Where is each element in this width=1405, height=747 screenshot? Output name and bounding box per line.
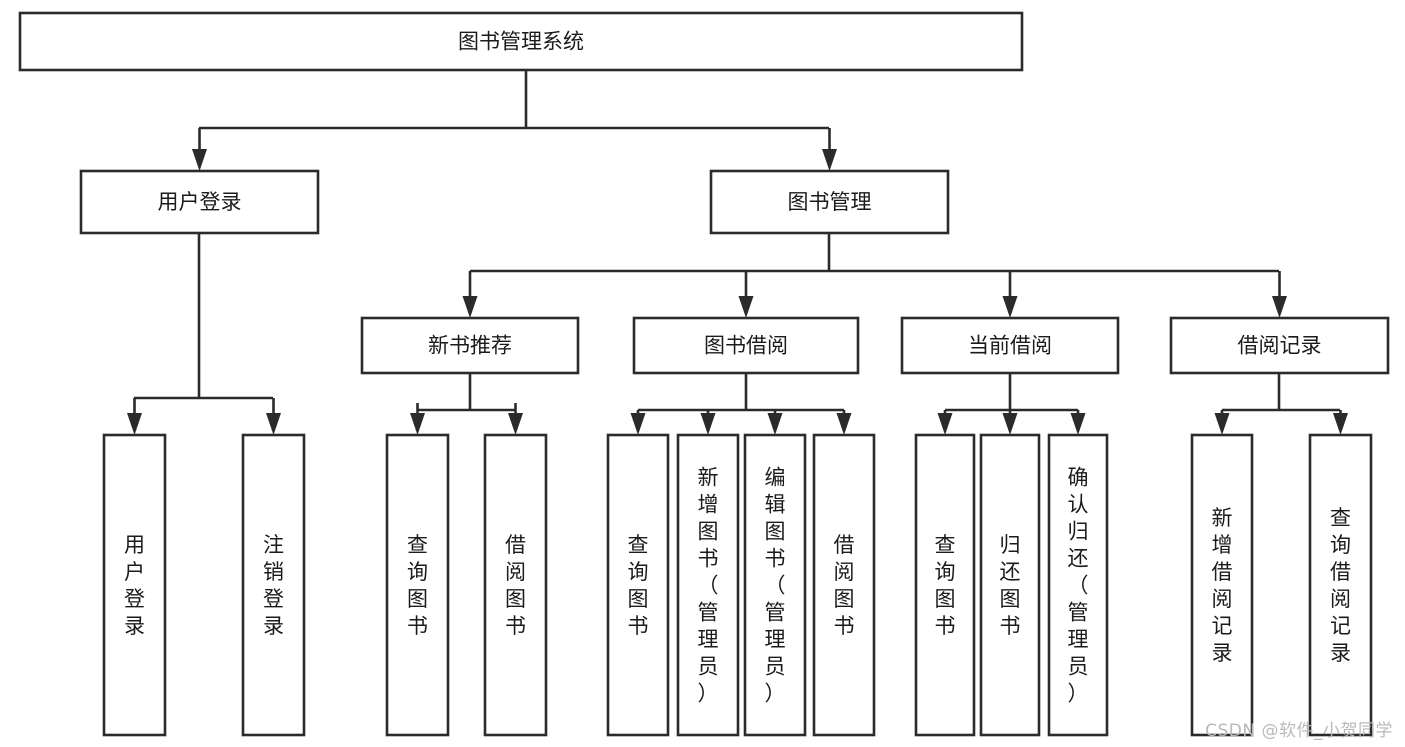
node-label-leaf-query-book-1: 查询图书 (407, 533, 428, 638)
arrow-leaf-add-book (700, 413, 716, 435)
node-label-leaf-user-logout: 注销登录 (263, 533, 284, 638)
arrow-leaf-query-book-2 (630, 413, 646, 435)
arrow-current-borrow (1002, 296, 1018, 318)
node-label-leaf-user-login: 用户登录 (124, 533, 145, 638)
arrow-book-management (822, 149, 837, 171)
arrow-leaf-user-login (127, 413, 142, 435)
node-box-leaf-add-borrow-record (1190, 433, 1254, 737)
node-box-root (18, 11, 1024, 72)
node-box-leaf-query-book-3 (914, 433, 976, 737)
node-label-leaf-query-book-3: 查询图书 (935, 533, 956, 638)
node-leaf-query-book-1[interactable]: 查询图书 (385, 433, 450, 737)
arrow-leaf-query-book-3 (937, 413, 953, 435)
arrow-leaf-query-book-1 (410, 413, 425, 435)
node-box-leaf-add-book (676, 433, 740, 737)
arrow-leaf-borrow-book-1 (508, 413, 523, 435)
node-label-leaf-borrow-book-1: 借阅图书 (505, 533, 526, 638)
node-box-book-management (709, 169, 950, 235)
node-label-leaf-borrow-book-2: 借阅图书 (834, 533, 855, 638)
node-leaf-add-book[interactable]: 新增图书（管理员） (676, 433, 740, 737)
arrow-leaf-confirm-return (1070, 413, 1086, 435)
arrow-book-borrow (738, 296, 754, 318)
node-leaf-borrow-book-2[interactable]: 借阅图书 (812, 433, 876, 737)
node-box-book-borrow (632, 316, 860, 375)
node-box-leaf-borrow-book-2 (812, 433, 876, 737)
node-box-leaf-borrow-book-1 (483, 433, 548, 737)
node-box-leaf-query-book-1 (385, 433, 450, 737)
node-label-leaf-edit-book: 编辑图书（管理员） (765, 466, 786, 706)
node-leaf-return-book[interactable]: 归还图书 (979, 433, 1041, 737)
node-box-new-book-recommend (360, 316, 580, 375)
node-box-leaf-query-book-2 (606, 433, 670, 737)
node-box-leaf-query-borrow-record (1308, 433, 1373, 737)
node-label-leaf-return-book: 归还图书 (1000, 533, 1021, 638)
node-user-login[interactable]: 用户登录 (79, 169, 320, 235)
node-label-new-book-recommend: 新书推荐 (428, 334, 512, 358)
node-label-leaf-add-borrow-record: 新增借阅记录 (1212, 506, 1233, 665)
node-leaf-user-login[interactable]: 用户登录 (102, 433, 167, 737)
node-leaf-borrow-book-1[interactable]: 借阅图书 (483, 433, 548, 737)
node-box-borrow-record (1169, 316, 1390, 375)
node-leaf-query-book-3[interactable]: 查询图书 (914, 433, 976, 737)
arrow-user-login (192, 149, 207, 171)
node-label-leaf-query-borrow-record: 查询借阅记录 (1330, 506, 1351, 665)
node-leaf-edit-book[interactable]: 编辑图书（管理员） (743, 433, 807, 737)
arrow-leaf-return-book (1002, 413, 1018, 435)
arrow-leaf-user-logout (266, 413, 281, 435)
node-leaf-user-logout[interactable]: 注销登录 (241, 433, 306, 737)
node-leaf-add-borrow-record[interactable]: 新增借阅记录 (1190, 433, 1254, 737)
node-leaf-query-book-2[interactable]: 查询图书 (606, 433, 670, 737)
node-label-user-login: 用户登录 (158, 190, 242, 214)
node-new-book-recommend[interactable]: 新书推荐 (360, 316, 580, 375)
arrow-leaf-query-borrow-record (1333, 413, 1348, 435)
node-label-current-borrow: 当前借阅 (968, 334, 1052, 358)
node-label-borrow-record: 借阅记录 (1238, 334, 1322, 358)
node-layer: 图书管理系统用户登录图书管理新书推荐图书借阅当前借阅借阅记录用户登录注销登录查询… (18, 11, 1390, 737)
node-label-root: 图书管理系统 (458, 30, 584, 54)
node-box-leaf-user-logout (241, 433, 306, 737)
node-box-user-login (79, 169, 320, 235)
node-book-management[interactable]: 图书管理 (709, 169, 950, 235)
arrow-leaf-edit-book (767, 413, 783, 435)
node-label-leaf-confirm-return: 确认归还（管理员） (1068, 466, 1089, 706)
node-root[interactable]: 图书管理系统 (18, 11, 1024, 72)
node-box-leaf-return-book (979, 433, 1041, 737)
node-leaf-query-borrow-record[interactable]: 查询借阅记录 (1308, 433, 1373, 737)
node-box-leaf-confirm-return (1047, 433, 1109, 737)
node-box-current-borrow (900, 316, 1120, 375)
node-label-book-management: 图书管理 (788, 190, 872, 214)
node-label-book-borrow: 图书借阅 (704, 334, 788, 358)
node-box-leaf-edit-book (743, 433, 807, 737)
node-current-borrow[interactable]: 当前借阅 (900, 316, 1120, 375)
connector-layer (127, 70, 1348, 435)
arrow-borrow-record (1272, 296, 1287, 318)
node-book-borrow[interactable]: 图书借阅 (632, 316, 860, 375)
arrow-leaf-add-borrow-record (1214, 413, 1230, 435)
node-borrow-record[interactable]: 借阅记录 (1169, 316, 1390, 375)
arrow-new-book-recommend (462, 296, 478, 318)
node-leaf-confirm-return[interactable]: 确认归还（管理员） (1047, 433, 1109, 737)
arrow-leaf-borrow-book-2 (836, 413, 852, 435)
node-box-leaf-user-login (102, 433, 167, 737)
node-label-leaf-add-book: 新增图书（管理员） (698, 466, 719, 706)
node-label-leaf-query-book-2: 查询图书 (628, 533, 649, 638)
